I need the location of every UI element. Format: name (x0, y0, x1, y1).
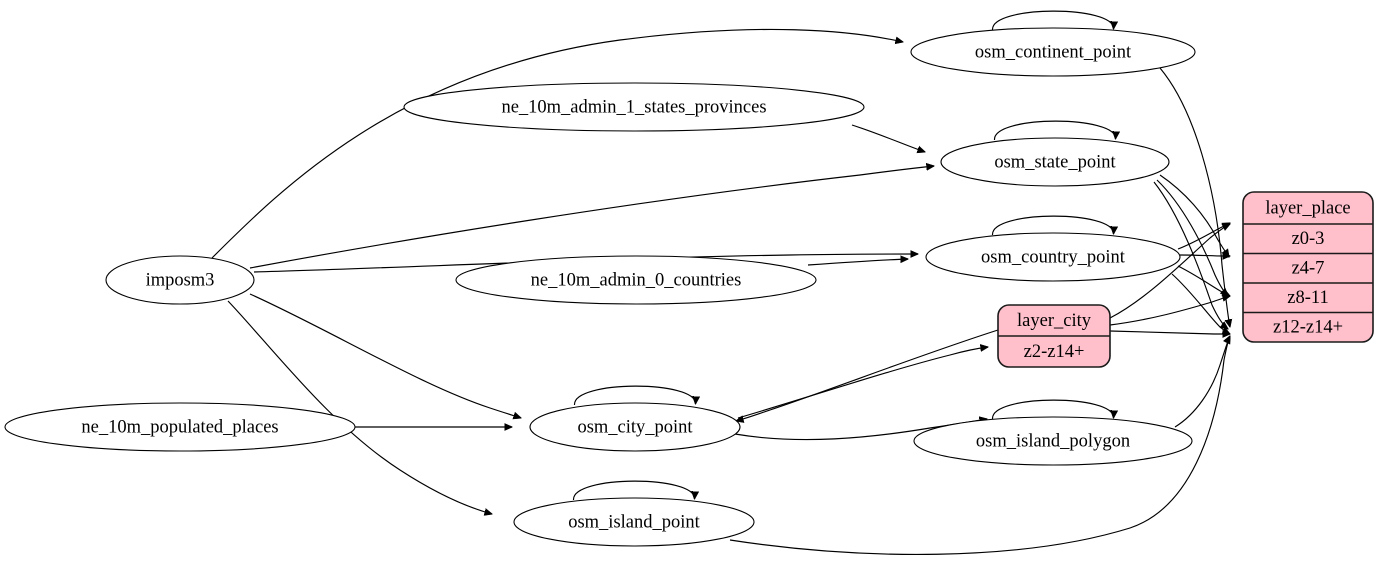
record-box[interactable] (1242, 191, 1374, 343)
edge-path (573, 385, 695, 406)
edge (1153, 181, 1228, 329)
edge (1109, 296, 1230, 326)
nodes-group: imposm3 ne_10m_populated_places ne_10m_adm… (4, 27, 1196, 547)
node-ellipse[interactable] (4, 402, 356, 452)
edge (991, 215, 1113, 236)
edge (737, 347, 988, 419)
node-label: osm_island_polygon (976, 431, 1130, 451)
node-label: osm_country_point (981, 247, 1126, 267)
record-port-label: z8-11 (1287, 288, 1328, 308)
edge (572, 480, 694, 501)
edge (1109, 224, 1230, 319)
record-header-label: layer_place (1265, 198, 1350, 218)
edge-path (1177, 223, 1230, 250)
edge-path (249, 293, 521, 418)
record-port-label: z4-7 (1292, 259, 1325, 279)
record-node[interactable]: layer_city z2-z14+ (997, 304, 1111, 368)
edge (1159, 174, 1229, 257)
graph-node[interactable]: ne_10m_admin_0_countries (455, 255, 817, 305)
edge (1109, 331, 1230, 334)
edge (249, 293, 521, 418)
edge (851, 124, 925, 152)
edge-path (991, 399, 1113, 420)
edge-path (1109, 224, 1230, 319)
edge-path (572, 480, 694, 501)
graph-node[interactable]: osm_island_polygon (913, 416, 1193, 466)
edge (993, 120, 1115, 141)
edge-path (737, 347, 988, 419)
edge-path (729, 336, 1230, 555)
node-ellipse[interactable] (403, 82, 865, 132)
node-label: osm_city_point (577, 417, 693, 437)
edge (807, 259, 908, 266)
graph-node[interactable]: ne_10m_admin_1_states_provinces (403, 82, 865, 132)
edge-path (1153, 181, 1228, 329)
node-label: ne_10m_admin_1_states_provinces (501, 97, 766, 117)
record-port-label: z0-3 (1292, 229, 1325, 249)
node-ellipse[interactable] (910, 27, 1196, 77)
graph-node[interactable]: osm_continent_point (910, 27, 1196, 77)
node-ellipse[interactable] (529, 402, 741, 452)
edge (573, 385, 695, 406)
node-label: ne_10m_admin_0_countries (531, 270, 742, 290)
graph-node[interactable]: osm_city_point (529, 402, 741, 452)
edge-path (1109, 331, 1230, 334)
edge (1174, 336, 1230, 428)
edge-path (991, 10, 1113, 31)
edge-path (249, 166, 934, 269)
edge-path (227, 300, 492, 514)
edge (1171, 273, 1230, 334)
edge-path (1159, 174, 1229, 257)
edge-path (851, 124, 925, 152)
edge-path (1179, 255, 1230, 256)
node-label: osm_continent_point (975, 42, 1132, 62)
edge-path (993, 120, 1115, 141)
edge (249, 166, 934, 269)
edge-path (211, 28, 903, 259)
edges-group (211, 10, 1230, 555)
edge (991, 399, 1113, 420)
edge (1177, 223, 1230, 250)
edge-path (1109, 296, 1230, 326)
edge (1159, 67, 1230, 327)
edge (211, 28, 903, 259)
record-port-label: z12-z14+ (1273, 318, 1343, 338)
node-ellipse[interactable] (913, 416, 1193, 466)
node-ellipse[interactable] (105, 255, 255, 305)
node-label: osm_state_point (994, 152, 1116, 172)
record-node[interactable]: layer_place z0-3 z4-7 z8-11 z12-z14+ (1242, 191, 1374, 343)
graph-node[interactable]: osm_country_point (925, 232, 1181, 282)
edge (991, 10, 1113, 31)
edge-path (1174, 336, 1230, 428)
node-ellipse[interactable] (925, 232, 1181, 282)
node-ellipse[interactable] (455, 255, 817, 305)
edge (1179, 255, 1230, 256)
record-header-label: layer_city (1017, 311, 1092, 331)
node-ellipse[interactable] (513, 497, 755, 547)
edge (227, 300, 492, 514)
record-port-label: z2-z14+ (1024, 342, 1085, 362)
graph-node[interactable]: imposm3 (105, 255, 255, 305)
edge-path (1171, 273, 1230, 334)
node-label: imposm3 (146, 270, 215, 290)
records-group: layer_city z2-z14+ layer_place z0-3 z4-7 z8-1… (997, 191, 1374, 368)
graph-node[interactable]: ne_10m_populated_places (4, 402, 356, 452)
node-label: ne_10m_populated_places (81, 417, 278, 437)
edge-path (807, 259, 908, 266)
edge (729, 336, 1230, 555)
node-ellipse[interactable] (940, 137, 1170, 187)
graph-node[interactable]: osm_state_point (940, 137, 1170, 187)
graph-node[interactable]: osm_island_point (513, 497, 755, 547)
edge-path (991, 215, 1113, 236)
node-label: osm_island_point (568, 512, 700, 532)
edge-path (1159, 67, 1230, 327)
